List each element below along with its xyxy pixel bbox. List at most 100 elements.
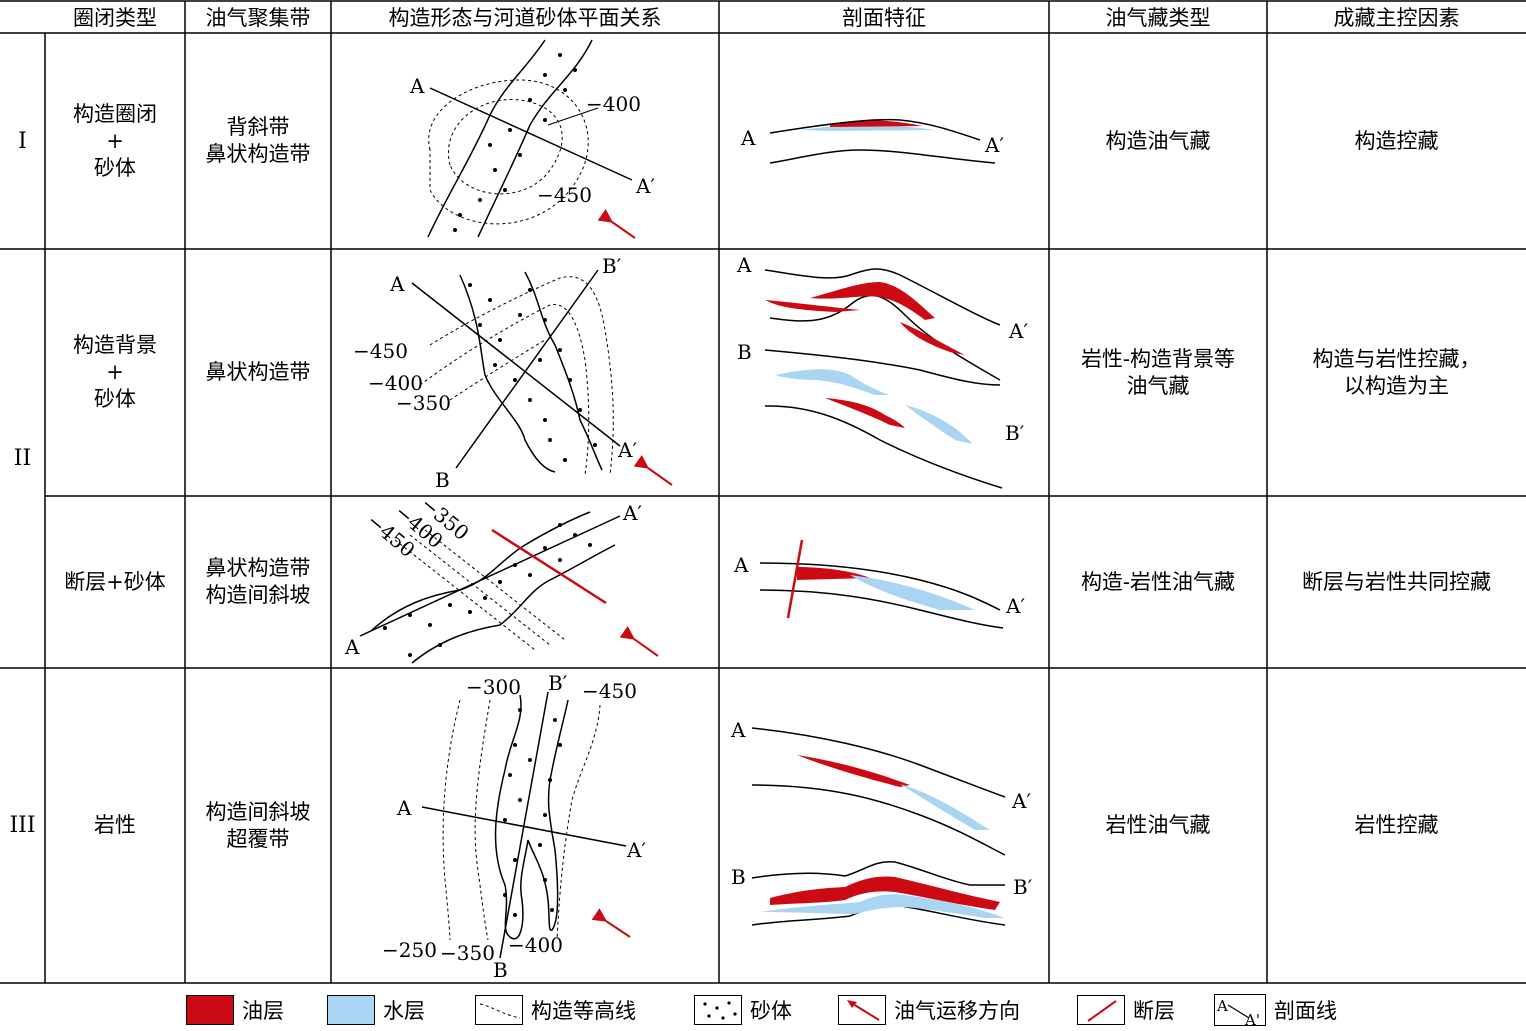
label-a2-r4: A′ <box>626 838 646 862</box>
row1-zone-line2: 鼻状构造带 <box>205 142 311 166</box>
row4-zone-line1: 构造间斜坡 <box>205 799 311 824</box>
legend-section-label: 剖面线 <box>1274 999 1337 1023</box>
header-plan-relation: 构造形态与河道砂体平面关系 <box>388 5 662 30</box>
label-c3-r2: −350 <box>396 391 451 415</box>
legend-contour-label: 构造等高线 <box>531 999 636 1023</box>
legend-section-icon-a: A <box>1216 997 1228 1015</box>
legend-fault-label: 断层 <box>1133 999 1175 1023</box>
row1-control: 构造控藏 <box>1267 33 1526 249</box>
water-layer-r2a <box>775 369 890 395</box>
row3-control: 断层与岩性共同控藏 <box>1267 496 1526 668</box>
row2-trap-line1: 构造背景 <box>73 333 157 357</box>
top-line-r4a <box>751 727 1006 798</box>
sand-channel-r4 <box>494 694 569 940</box>
oil-layer-r2b <box>765 300 860 312</box>
sand-channel-r1 <box>427 39 593 238</box>
plan-r1: A A′ −400 −450 <box>409 39 655 239</box>
row1-zone: 背斜带 鼻状构造带 <box>185 33 331 249</box>
contours-r4 <box>442 699 601 941</box>
oil-layer-r3 <box>797 567 870 580</box>
section-r1: A A′ <box>740 118 1004 164</box>
sec-label-b2-r4: B′ <box>1013 875 1033 899</box>
sec-label-b2-r2: B′ <box>1005 421 1025 445</box>
header-section-feature: 剖面特征 <box>842 5 926 30</box>
sand-dots-r2 <box>468 283 597 462</box>
section-r4: A A′ B B′ <box>730 718 1033 926</box>
sand-channel-r2 <box>459 271 603 473</box>
label-b2-r4: B′ <box>548 671 568 695</box>
water-layer-r4a <box>900 784 990 830</box>
bottom-line-r4a <box>751 784 1006 856</box>
row3-trap: 断层+砂体 <box>45 496 185 668</box>
plan-r2: A A′ B B′ −450 −400 −350 <box>353 254 673 492</box>
legend-section-icon-a2: A' <box>1244 1011 1260 1026</box>
legend-migration: 油气运移方向 <box>838 992 1020 1028</box>
row2-reservoir-line2: 油气藏 <box>1126 373 1190 398</box>
sec-label-a-r3: A <box>733 553 749 577</box>
top-line-r4b <box>751 861 1005 886</box>
sec-label-a-r4: A <box>730 718 746 742</box>
row2-trap: 构造背景 + 砂体 <box>45 249 185 496</box>
contour-450-r1 <box>428 79 589 225</box>
row3-reservoir-line1: 构造-岩性油气藏 <box>1080 569 1236 594</box>
sec-label-b-r2: B <box>737 340 752 364</box>
legend-oil-swatch <box>186 995 234 1025</box>
row3-reservoir: 构造-岩性油气藏 <box>1049 496 1267 668</box>
oil-layer-r2d <box>825 398 905 428</box>
header-control-factor: 成藏主控因素 <box>1333 5 1460 30</box>
header-reservoir-type: 油气藏类型 <box>1105 5 1211 30</box>
row3-zone-line1: 鼻状构造带 <box>205 556 311 580</box>
oil-layer-r4b <box>770 876 1000 910</box>
label-c2-r1: −450 <box>537 183 592 207</box>
sand-dots-r3 <box>383 523 592 657</box>
sand-dots-r4 <box>503 708 562 917</box>
oil-layer-r2c <box>900 322 965 355</box>
row2-control-line2: 以构造为主 <box>1344 373 1449 398</box>
group-label-1: I <box>18 128 27 154</box>
label-c4-r4: −350 <box>440 941 495 965</box>
section-line-a-r2 <box>411 282 621 447</box>
label-a-r2: A <box>389 272 405 296</box>
group-label-2: II <box>13 446 32 471</box>
row1-reservoir: 构造油气藏 <box>1049 33 1267 249</box>
top-line-r3 <box>759 562 1001 611</box>
row2-trap-line2: + <box>106 360 124 384</box>
row1-trap-line3: 砂体 <box>94 155 136 180</box>
top-line-r2b <box>764 349 1001 386</box>
migration-arrow-r2 <box>633 455 673 486</box>
row1-control-line1: 构造控藏 <box>1354 128 1439 153</box>
label-a2-r2: A′ <box>617 438 637 462</box>
water-layer-r2b <box>905 405 972 444</box>
fault-icon <box>1077 995 1125 1025</box>
migration-arrow-icon <box>838 995 886 1025</box>
row4-control-line1: 岩性控藏 <box>1354 813 1439 837</box>
plan-r4: A A′ B B′ −300 −450 −250 −350 −400 <box>382 671 646 982</box>
label-c2-r4: −450 <box>582 679 637 703</box>
row1-trap-line2: + <box>106 128 124 153</box>
row2-reservoir: 岩性-构造背景等 油气藏 <box>1049 249 1267 496</box>
contours-r3 <box>394 529 566 651</box>
sec-label-a2-r3: A′ <box>1005 594 1025 618</box>
row4-control: 岩性控藏 <box>1267 668 1526 983</box>
legend-contour: 构造等高线 <box>475 992 636 1028</box>
bottom-line-r1 <box>769 149 996 164</box>
label-a-r4: A <box>396 796 412 820</box>
migration-arrow-r4 <box>591 908 631 938</box>
label-c1-r4: −300 <box>466 675 521 699</box>
legend-section: A A' 剖面线 <box>1214 992 1337 1028</box>
label-a2-r3: A′ <box>622 501 642 525</box>
legend-water-swatch <box>327 995 375 1025</box>
legend-sand-label: 砂体 <box>750 999 792 1023</box>
label-c3-r4: −250 <box>382 938 437 962</box>
legend-sand: 砂体 <box>694 992 792 1028</box>
migration-arrow-r1 <box>597 209 636 239</box>
fault-r3 <box>786 539 804 619</box>
section-r3: A A′ <box>733 539 1025 629</box>
legend-contour-swatch <box>475 995 523 1025</box>
oil-layer-r2a <box>810 282 935 320</box>
legend-migration-label: 油气运移方向 <box>894 999 1020 1023</box>
header-accumulation-zone: 油气聚集带 <box>205 5 311 30</box>
sec-label-a-r2: A <box>736 253 752 277</box>
label-b2-r2: B′ <box>602 254 622 278</box>
